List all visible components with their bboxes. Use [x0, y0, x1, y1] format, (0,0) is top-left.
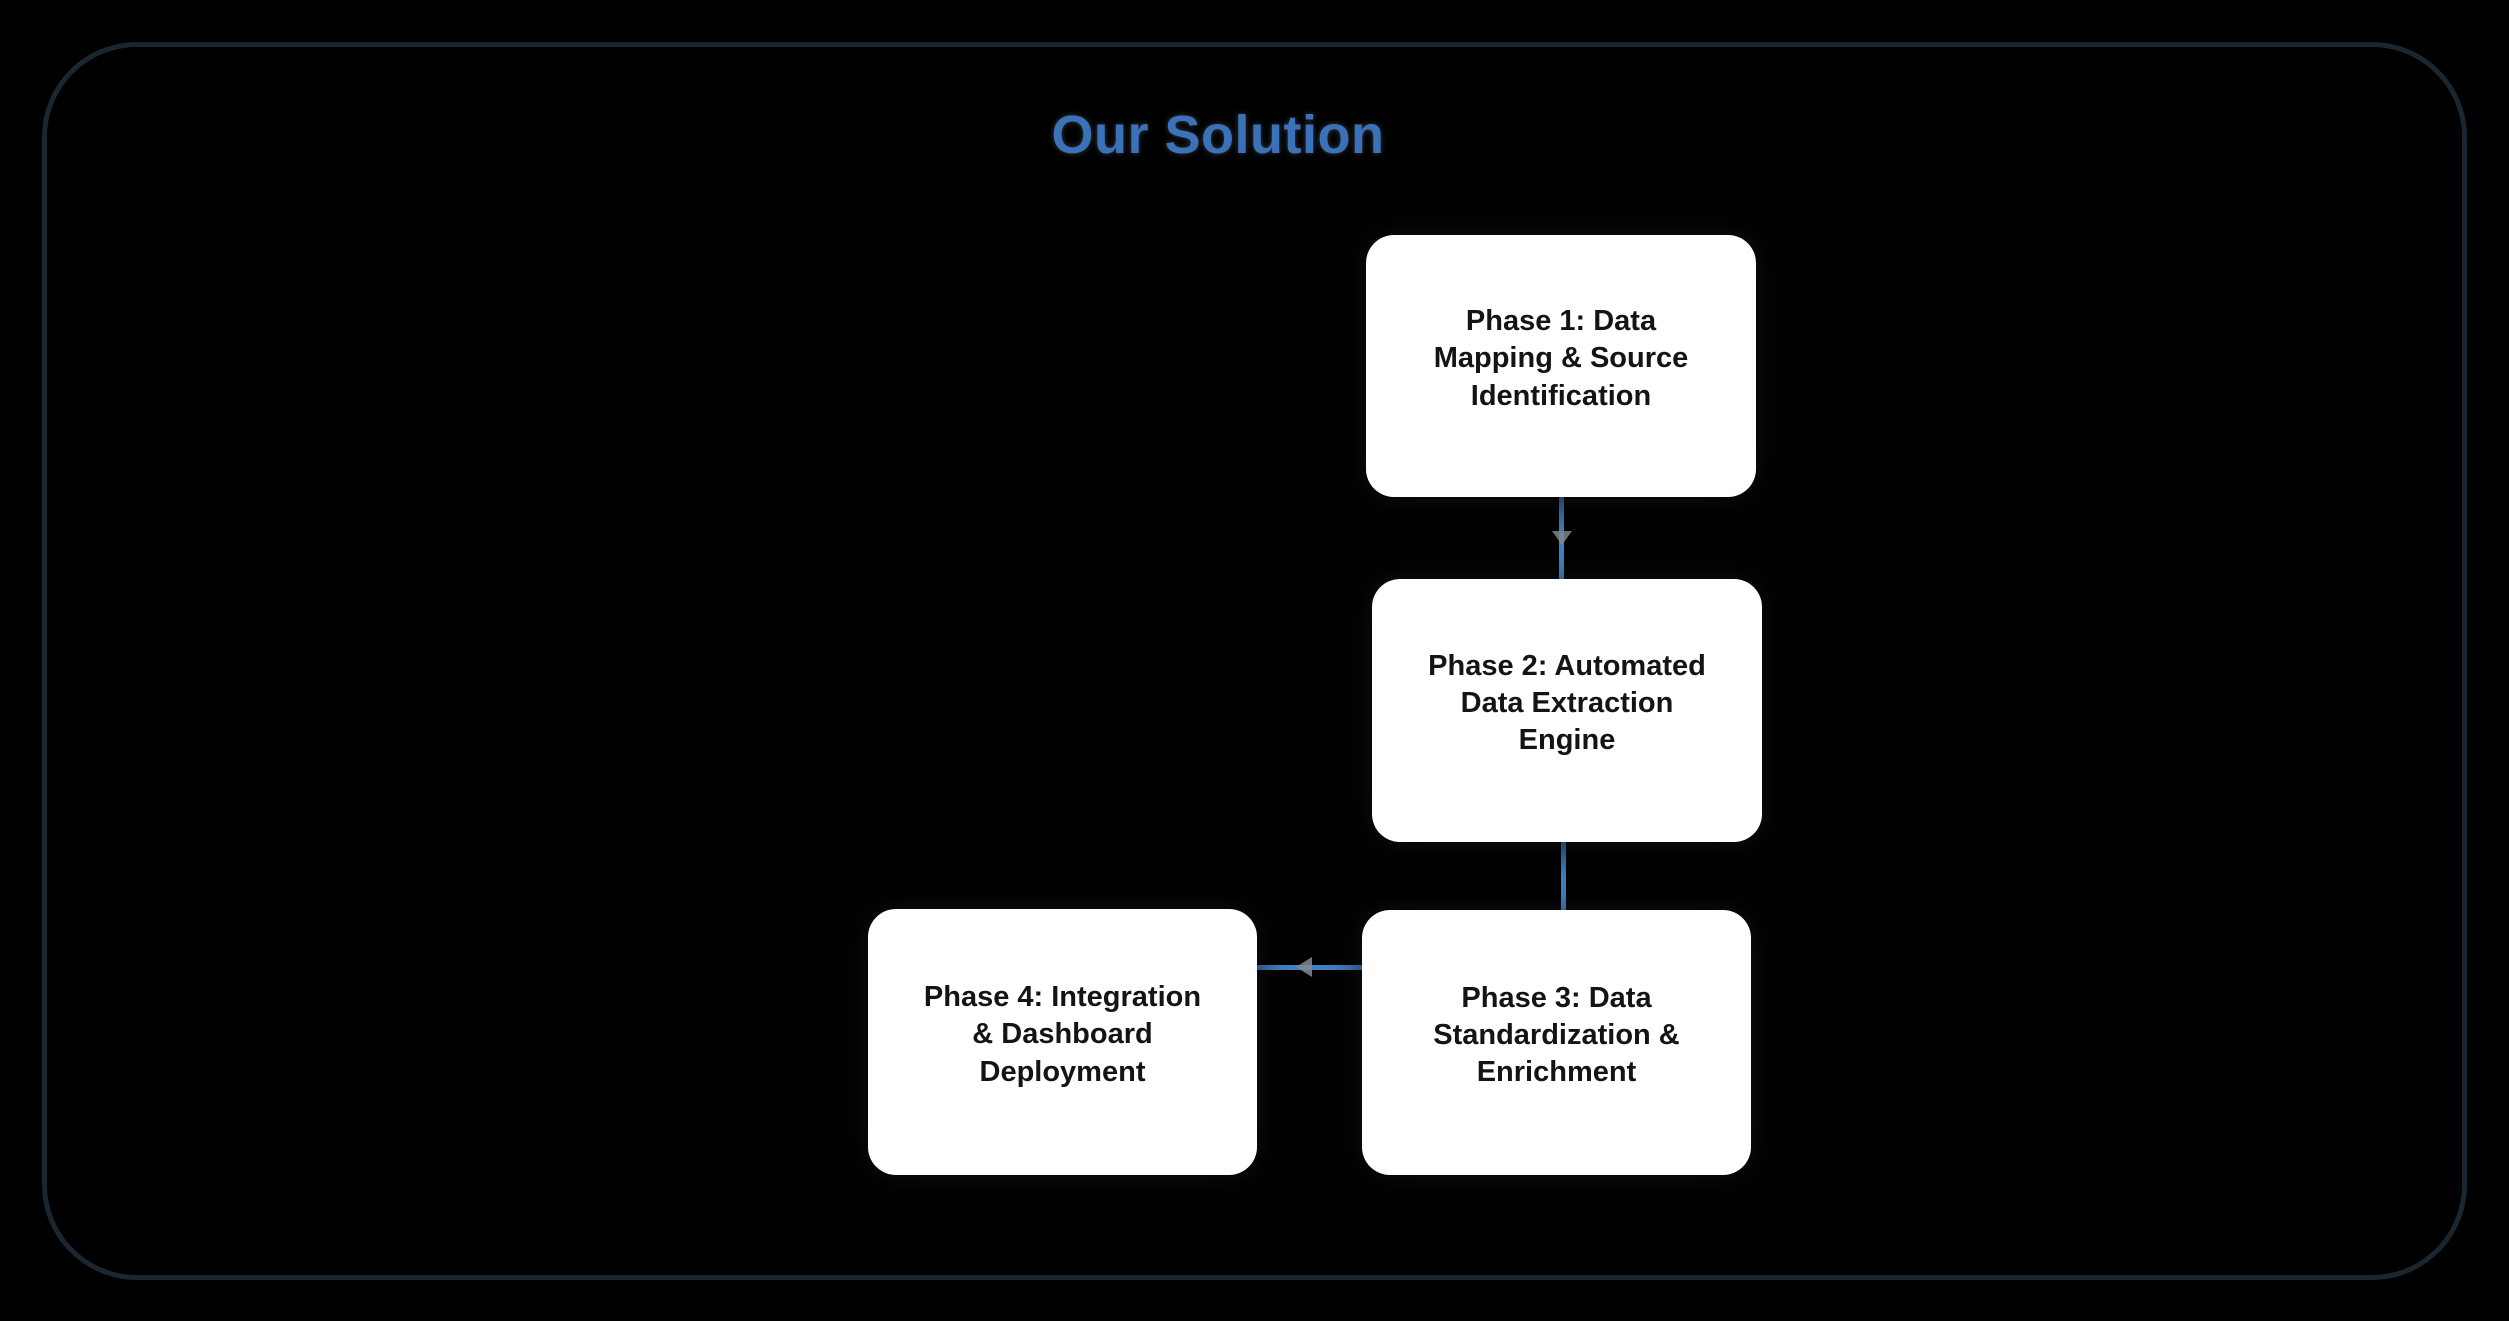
slide-frame-border — [42, 42, 2467, 1280]
node-phase-2: Phase 2: Automated Data Extraction Engin… — [1372, 579, 1762, 842]
node-phase-1-label: Phase 1: Data Mapping & Source Identific… — [1433, 305, 1689, 412]
node-phase-3: Phase 3: Data Standardization & Enrichme… — [1362, 910, 1751, 1175]
arrow-down-icon — [1552, 531, 1572, 545]
node-phase-1: Phase 1: Data Mapping & Source Identific… — [1366, 235, 1756, 497]
node-phase-4: Phase 4: Integration & Dashboard Deploym… — [868, 909, 1257, 1175]
page-title: Our Solution — [1051, 105, 1385, 165]
node-phase-2-label: Phase 2: Automated Data Extraction Engin… — [1428, 649, 1706, 757]
arrow-left-icon — [1296, 957, 1312, 977]
edge-phase2-phase3 — [1561, 842, 1566, 910]
node-phase-3-label: Phase 3: Data Standardization & Enrichme… — [1433, 981, 1680, 1089]
node-phase-4-label: Phase 4: Integration & Dashboard Deploym… — [923, 981, 1202, 1088]
